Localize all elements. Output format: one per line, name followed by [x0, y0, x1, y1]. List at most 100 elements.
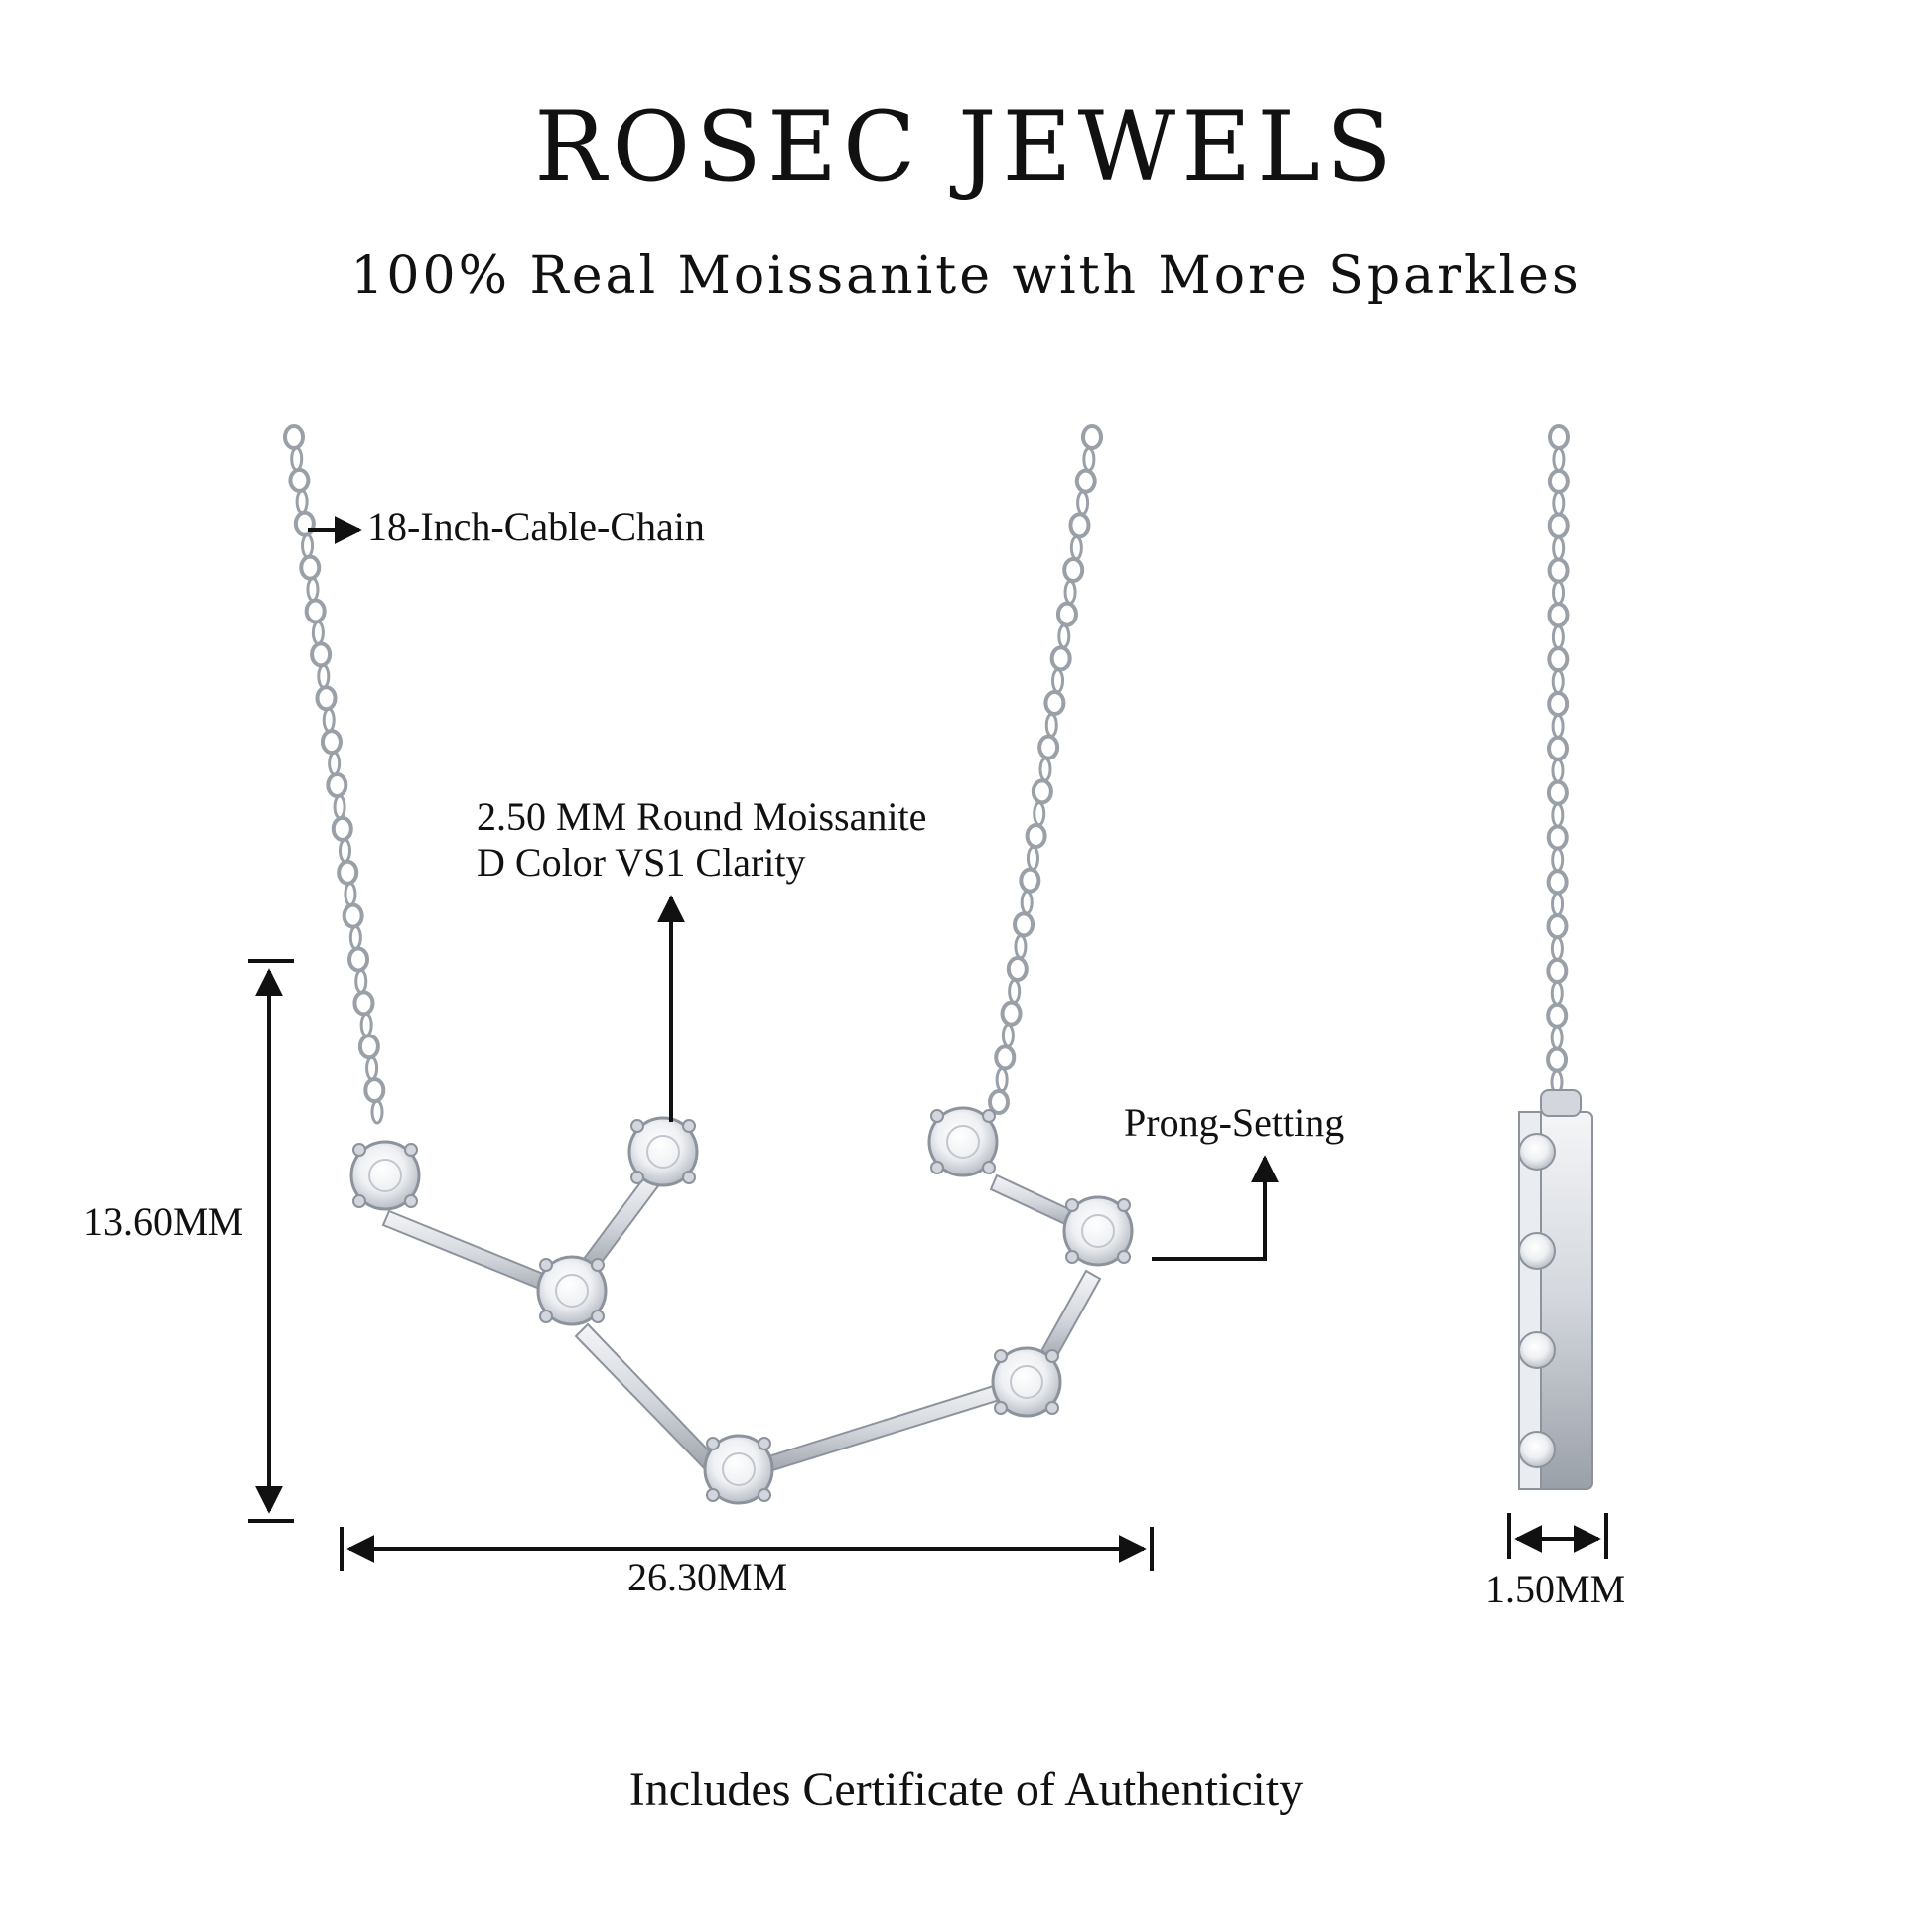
- chain-link: [317, 663, 331, 689]
- chain-link: [1008, 978, 1022, 1004]
- chain-link: [1074, 468, 1097, 494]
- chain-link: [1547, 468, 1570, 494]
- chain-link: [1547, 690, 1570, 717]
- prong: [706, 1488, 720, 1502]
- chain-link: [1546, 1046, 1569, 1073]
- prong: [352, 1194, 366, 1208]
- prong: [404, 1143, 418, 1157]
- chain-link: [1019, 867, 1041, 894]
- prong: [994, 1349, 1008, 1363]
- chain-link: [1063, 579, 1077, 605]
- chain-link: [1551, 624, 1565, 650]
- moissanite-stone: [349, 1140, 421, 1211]
- height-dimension: 13.60MM: [83, 1199, 244, 1244]
- chain-link: [1037, 734, 1060, 760]
- chain-link: [1552, 490, 1566, 516]
- prong: [591, 1258, 605, 1272]
- chain-link: [1026, 845, 1039, 871]
- prong: [706, 1437, 720, 1450]
- certificate-note: Includes Certificate of Authenticity: [628, 1763, 1304, 1816]
- chain-link: [1013, 911, 1035, 938]
- dimension-lines: [248, 516, 1608, 1571]
- chain-link: [1548, 424, 1570, 450]
- chain-link: [1547, 646, 1570, 673]
- chain-link: [304, 598, 327, 624]
- prong: [1045, 1349, 1059, 1363]
- chain-link: [1546, 869, 1569, 896]
- chain-link: [1552, 580, 1566, 606]
- chain-link: [1055, 601, 1078, 627]
- chain-link: [1044, 712, 1058, 738]
- prong: [539, 1258, 553, 1272]
- chain-link: [1547, 602, 1570, 628]
- chain-link: [344, 882, 357, 907]
- prong: [1117, 1198, 1131, 1212]
- chain-link: [1081, 424, 1103, 450]
- chain-link: [357, 1034, 380, 1060]
- chain-link: [1000, 1000, 1023, 1027]
- chain-link: [306, 577, 320, 603]
- chain-link: [1049, 645, 1072, 672]
- stone-spec-line1: 2.50 MM Round Moissanite: [477, 794, 927, 839]
- prong: [758, 1488, 771, 1502]
- prong: [1117, 1250, 1131, 1264]
- chain-link: [1551, 669, 1565, 695]
- bar: [576, 1168, 665, 1279]
- chain-link: [301, 533, 315, 559]
- chain-link: [315, 685, 338, 712]
- stone-spec-line2: D Color VS1 Clarity: [477, 840, 806, 885]
- prong: [758, 1437, 771, 1450]
- chain-link: [283, 424, 305, 450]
- chain-link: [1006, 956, 1029, 982]
- chain-link: [1546, 913, 1569, 940]
- bar: [745, 1378, 1021, 1479]
- chain-link: [1550, 1025, 1564, 1050]
- chain-link: [994, 1044, 1017, 1071]
- chain-link: [338, 838, 351, 864]
- chain-link: [322, 707, 336, 733]
- chain-link: [995, 1067, 1009, 1093]
- prong: [539, 1310, 553, 1323]
- chain-link: [1033, 801, 1046, 827]
- chain-link: [1551, 892, 1565, 917]
- chain-link: [1546, 824, 1569, 851]
- chain-link: [342, 902, 364, 929]
- chain-link: [1068, 512, 1091, 539]
- moissanite-stones: [349, 1106, 1134, 1505]
- brand-title: ROSEC JEWELS: [534, 91, 1398, 203]
- chain-link: [1020, 890, 1034, 915]
- chain-link: [1043, 690, 1066, 716]
- chain-link: [1547, 557, 1570, 584]
- chain-link: [359, 1012, 373, 1037]
- chain-link: [354, 968, 368, 994]
- prong: [682, 1171, 696, 1184]
- prong: [930, 1161, 944, 1174]
- prong: [930, 1109, 944, 1123]
- chain-link: [299, 554, 322, 581]
- bar: [574, 1322, 725, 1477]
- prong: [994, 1401, 1008, 1415]
- moissanite-stone: [991, 1346, 1062, 1418]
- chain-link: [328, 751, 342, 776]
- chain-link: [1547, 512, 1570, 539]
- chain-link: [1014, 934, 1028, 960]
- prong: [682, 1119, 696, 1133]
- prong: [1045, 1401, 1059, 1415]
- chain-link: [1550, 936, 1564, 962]
- chain-link: [1062, 557, 1085, 583]
- chain-link: [365, 1055, 379, 1081]
- chain-link: [1551, 758, 1565, 783]
- chain-link: [1038, 757, 1052, 782]
- prong: [982, 1161, 996, 1174]
- chain-link: [1551, 802, 1565, 828]
- tagline: 100% Real Moissanite with More Sparkles: [350, 246, 1582, 306]
- prong: [352, 1143, 366, 1157]
- chain-link: [1076, 490, 1090, 516]
- chain-link: [1051, 668, 1065, 694]
- side-view-pendant: [1518, 1089, 1593, 1490]
- moissanite-stone: [1062, 1195, 1134, 1267]
- chain-link: [1552, 446, 1566, 472]
- chain-link: [1069, 535, 1083, 561]
- chain-link: [331, 815, 353, 842]
